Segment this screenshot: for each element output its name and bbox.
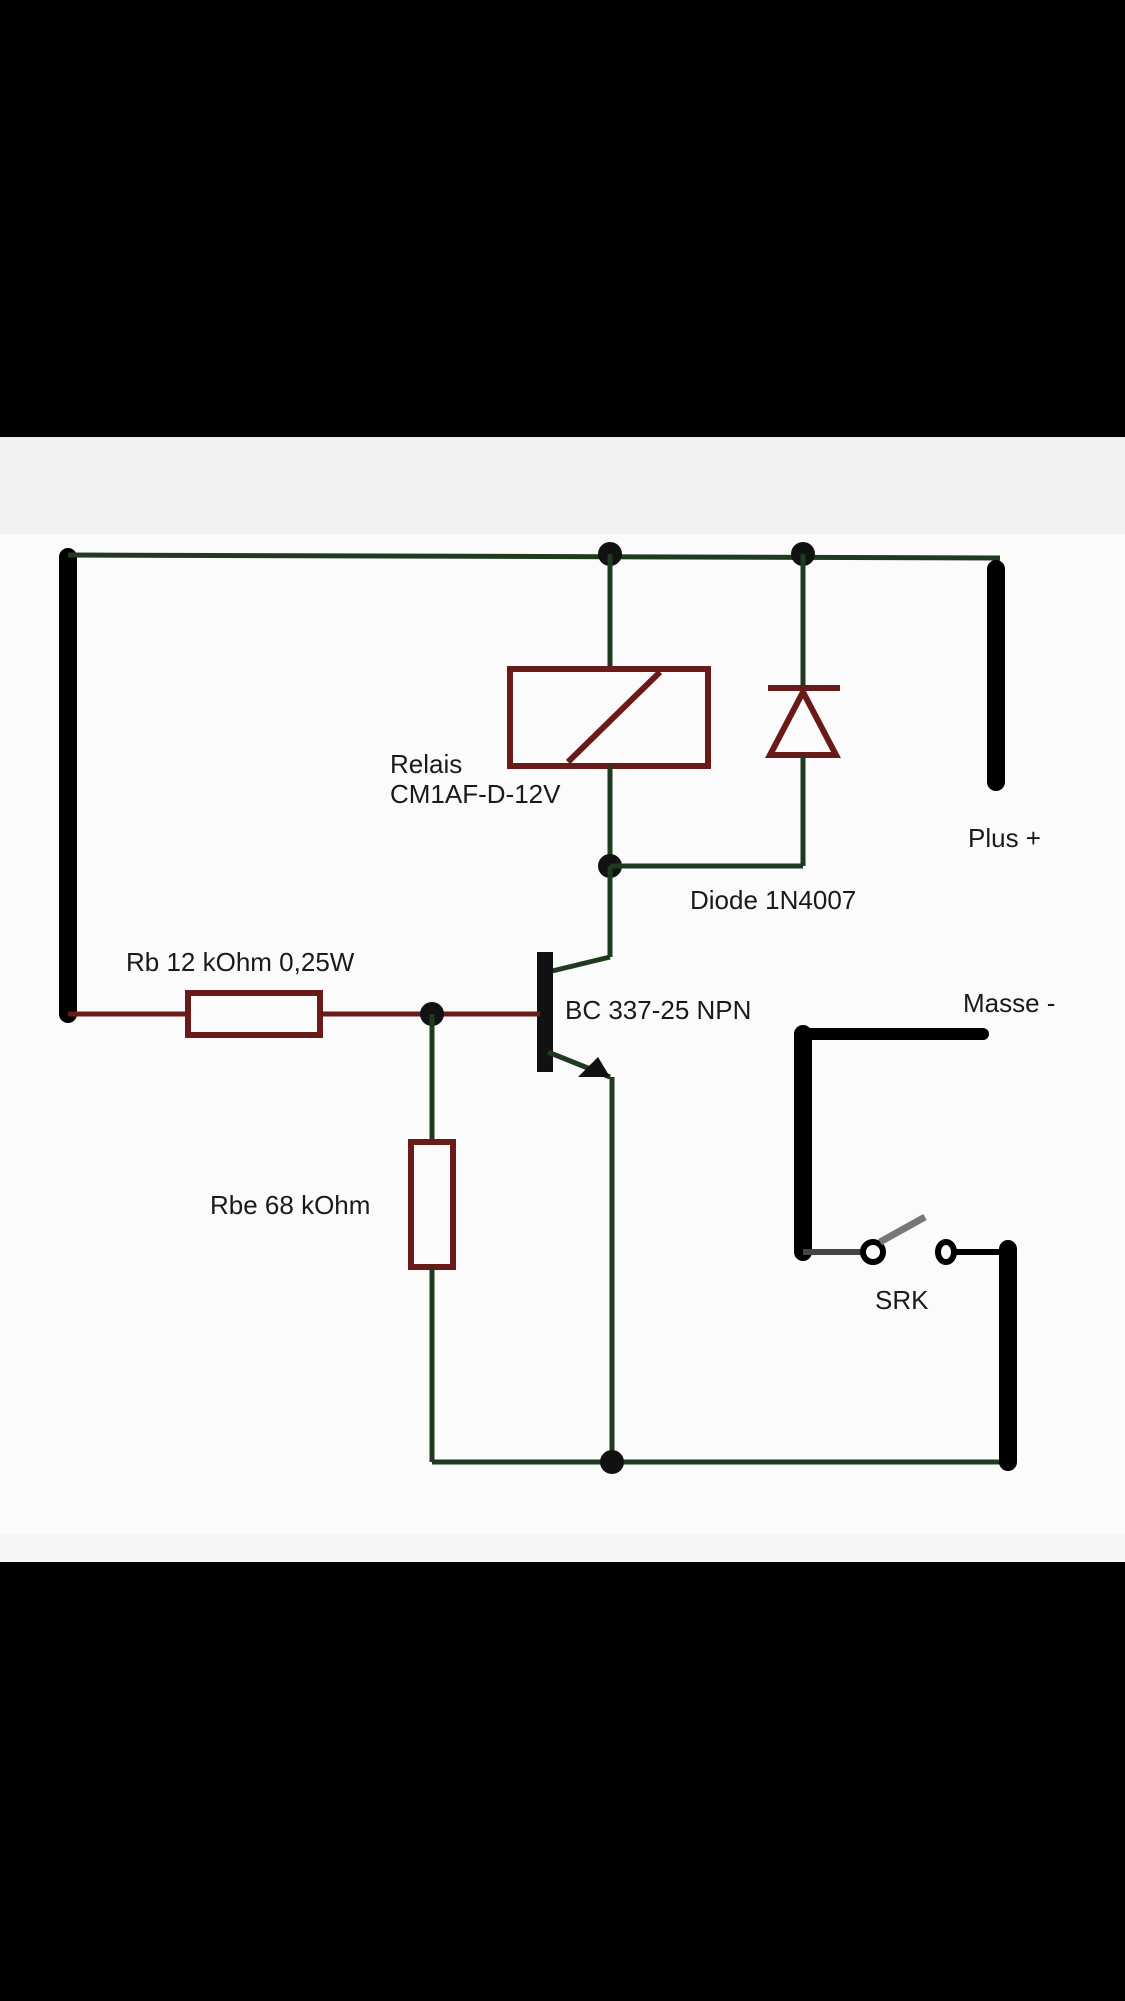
relay-label-line2: CM1AF-D-12V (390, 779, 561, 809)
emitter-arrow (578, 1057, 610, 1077)
diode-label: Diode 1N4007 (690, 885, 857, 915)
top-band (0, 437, 1125, 534)
circuit-diagram (0, 437, 1125, 1534)
junction-emitter-ground (600, 1450, 624, 1474)
transistor-label: BC 337-25 NPN (565, 995, 752, 1025)
switch-label: SRK (875, 1285, 929, 1315)
rb-label: Rb 12 kOhm 0,25W (126, 947, 355, 977)
switch-contact-left (860, 1239, 886, 1265)
masse-label: Masse - (963, 988, 1056, 1018)
schematic-photo: Relais CM1AF-D-12V Plus + Diode 1N4007 R… (0, 437, 1125, 1562)
rbe-label: Rbe 68 kOhm (210, 1190, 371, 1220)
collector-lead (547, 954, 611, 975)
relay-coil-slash (565, 669, 663, 765)
top-rail-wire (67, 552, 1001, 561)
plus-label: Plus + (968, 823, 1041, 853)
switch-lever (878, 1213, 927, 1246)
relay-label-line1: Relais (390, 749, 463, 779)
